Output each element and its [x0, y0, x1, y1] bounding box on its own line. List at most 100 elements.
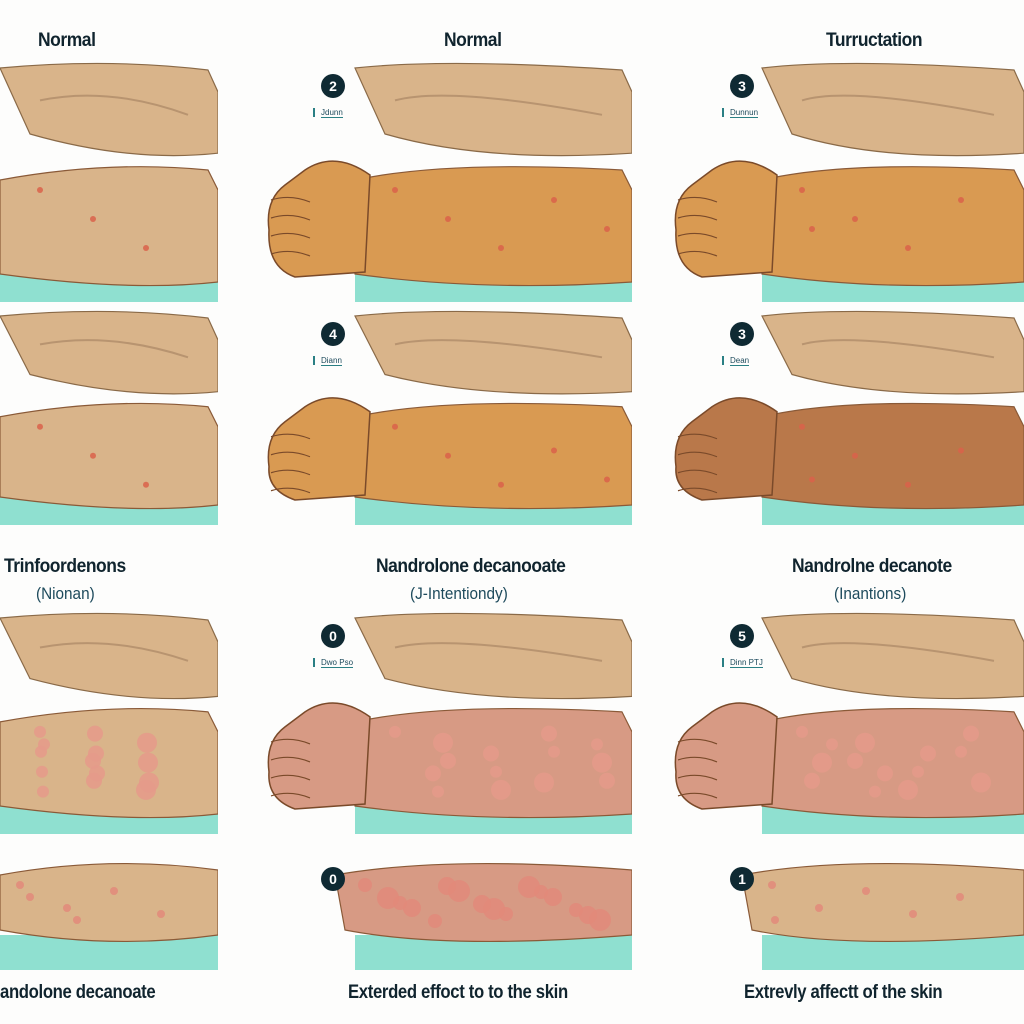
skin-lesion-mark	[445, 216, 451, 222]
forearm-illustration	[0, 166, 218, 287]
skin-lesion-mark	[403, 899, 421, 917]
skin-lesion-mark	[392, 423, 398, 430]
column-2-caption: Exterded effoct to to the skin	[348, 982, 568, 1003]
skin-lesion-mark	[90, 452, 96, 459]
fist-illustration	[674, 160, 778, 278]
step-number-badge: 3	[730, 322, 754, 346]
skin-lesion-mark	[898, 779, 918, 800]
skin-lesion-mark	[579, 906, 597, 924]
skin-lesion-mark	[491, 779, 511, 800]
skin-lesion-mark	[771, 916, 779, 924]
skin-lesion-mark	[956, 893, 964, 901]
skin-lesion-mark	[138, 752, 158, 773]
step-tag-text: Jdunn	[321, 108, 343, 118]
skin-lesion-mark	[88, 745, 104, 762]
skin-lesion-mark	[490, 765, 502, 778]
fist-illustration	[267, 702, 371, 810]
forearm-illustration	[761, 707, 1024, 819]
step-tag-label: Dean	[722, 356, 750, 366]
arm-panel-2-4	[265, 855, 632, 970]
skin-lesion-mark	[958, 197, 964, 203]
step-tag-text: Dinn PTJ	[730, 658, 763, 668]
step-number-badge: 2	[321, 74, 345, 98]
skin-lesion-mark	[815, 904, 823, 912]
fist-illustration	[267, 397, 371, 501]
skin-lesion-mark	[551, 447, 557, 454]
skin-lesion-mark	[16, 881, 24, 889]
arm-panel-3-4	[672, 855, 1024, 970]
upper-arm-illustration	[354, 310, 632, 395]
arm-panel-2-3	[265, 612, 632, 834]
upper-arm-illustration	[354, 62, 632, 157]
arm-panel-1-4	[0, 855, 218, 970]
arm-panel-1-3	[0, 612, 218, 834]
skin-lesion-mark	[143, 481, 149, 488]
skin-lesion-mark	[548, 745, 560, 758]
skin-lesion-mark	[392, 187, 398, 193]
skin-lesion-mark	[440, 752, 456, 769]
step-number-badge: 1	[730, 867, 754, 891]
column-3-caption: Extrevly affectt of the skin	[744, 982, 943, 1003]
step-tag-label: Diann	[313, 356, 342, 366]
step-number-badge: 3	[730, 74, 754, 98]
arm-panel-3-2	[672, 310, 1024, 525]
skin-lesion-mark	[852, 452, 858, 459]
forearm-illustration	[0, 863, 218, 942]
arm-panel-1-1	[0, 62, 218, 302]
step-tag-label: Dunnun	[722, 108, 759, 118]
skin-lesion-mark	[599, 772, 615, 789]
skin-lesion-mark	[963, 725, 979, 742]
skin-lesion-mark	[955, 745, 967, 758]
upper-arm-illustration	[0, 62, 218, 157]
upper-arm-illustration	[761, 310, 1024, 395]
upper-arm-illustration	[761, 612, 1024, 700]
forearm-illustration	[0, 707, 218, 819]
skin-lesion-mark	[137, 732, 157, 753]
skin-lesion-mark	[445, 452, 451, 459]
skin-lesion-mark	[143, 245, 149, 251]
step-tag-label: Jdunn	[313, 108, 343, 118]
skin-lesion-mark	[90, 216, 96, 222]
skin-lesion-mark	[428, 914, 442, 928]
skin-lesion-mark	[569, 903, 583, 917]
skin-lesion-mark	[389, 725, 401, 738]
skin-lesion-mark	[73, 916, 81, 924]
skin-lesion-mark	[877, 765, 893, 782]
forearm-illustration	[761, 402, 1024, 510]
fist-illustration	[674, 702, 778, 810]
skin-lesion-mark	[425, 765, 441, 782]
column-3-heading: Turructation	[826, 30, 923, 51]
forearm-illustration	[0, 402, 218, 510]
skin-lesion-mark	[799, 423, 805, 430]
skin-lesion-mark	[852, 216, 858, 222]
skin-lesion-mark	[804, 772, 820, 789]
skin-lesion-mark	[157, 910, 165, 918]
column-1-heading: Normal	[38, 30, 96, 51]
skin-lesion-mark	[37, 785, 49, 798]
column-1-caption: andolone decanoate	[0, 982, 156, 1003]
skin-lesion-mark	[847, 752, 863, 769]
skin-lesion-mark	[592, 752, 612, 773]
skin-lesion-mark	[534, 772, 554, 793]
skin-lesion-mark	[909, 910, 917, 918]
arm-panel-3-3	[672, 612, 1024, 834]
skin-lesion-mark	[796, 725, 808, 738]
skin-lesion-mark	[912, 765, 924, 778]
skin-lesion-mark	[110, 887, 118, 895]
skin-lesion-mark	[89, 765, 105, 782]
skin-lesion-mark	[377, 887, 399, 909]
arm-panel-1-2	[0, 310, 218, 525]
skin-lesion-mark	[812, 752, 832, 773]
skin-lesion-mark	[855, 732, 875, 753]
forearm-illustration	[354, 166, 632, 287]
skin-lesion-mark	[551, 197, 557, 203]
forearm-illustration	[741, 862, 1024, 943]
skin-lesion-mark	[591, 738, 603, 751]
column-3-mid-sub: (Inantions)	[834, 584, 907, 603]
step-tag-text: Dwo Pso	[321, 658, 354, 668]
skin-lesion-mark	[498, 245, 504, 251]
arm-panel-3-1	[672, 62, 1024, 302]
skin-lesion-mark	[38, 738, 50, 751]
skin-lesion-mark	[483, 745, 499, 762]
skin-lesion-mark	[958, 447, 964, 454]
